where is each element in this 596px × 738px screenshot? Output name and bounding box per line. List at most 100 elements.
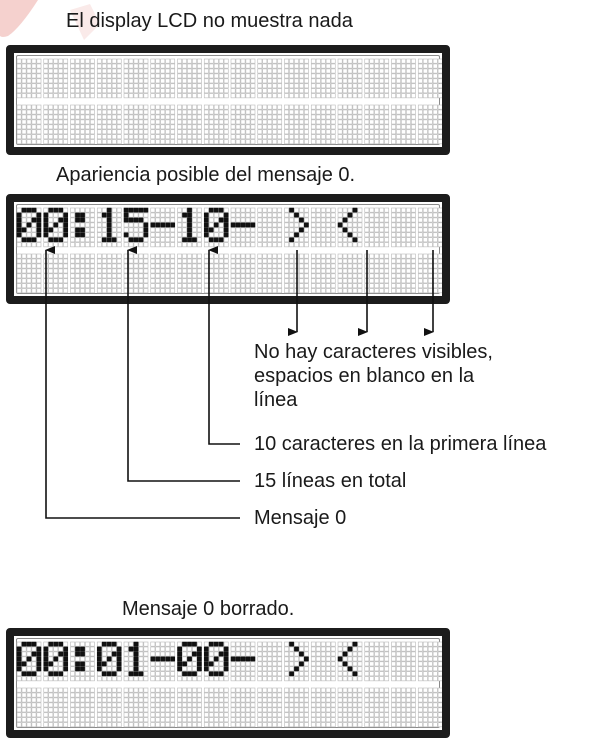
lcd-char-cell xyxy=(96,104,122,145)
lcd-char-cell xyxy=(417,687,442,728)
lcd-char-cell xyxy=(16,641,42,682)
lcd-char-cell xyxy=(417,253,442,294)
lcd-char-cell xyxy=(150,58,176,99)
lcd-char-cell xyxy=(16,253,42,294)
lcd-char-cell xyxy=(123,641,149,682)
lcd-char-cell xyxy=(391,687,416,728)
lcd-char-cell xyxy=(70,253,95,294)
lcd-char-cell xyxy=(364,58,390,99)
lcd-char-cell xyxy=(203,641,229,682)
lcd-char-cell xyxy=(284,641,309,682)
watermark xyxy=(0,0,100,40)
lcd-char-cell xyxy=(364,104,390,145)
lcd-char-cell xyxy=(123,253,149,294)
lcd-char-cell xyxy=(310,687,336,728)
lcd-char-cell xyxy=(16,687,42,728)
lcd-char-cell xyxy=(123,104,149,145)
lcd-char-cell xyxy=(310,207,336,248)
lcd-char-cell xyxy=(310,58,336,99)
lcd-char-cell xyxy=(417,104,442,145)
lcd-char-cell xyxy=(96,641,122,682)
lcd-char-cell xyxy=(150,641,176,682)
lcd-char-cell xyxy=(96,253,122,294)
callout-first-line-chars: 10 caracteres en la primera línea xyxy=(254,433,547,455)
callout-blank-chars-line1: No hay caracteres visibles, xyxy=(254,341,493,363)
lcd-char-cell xyxy=(43,104,69,145)
callout-blank-chars: No hay caracteres visibles, espacios en … xyxy=(254,340,493,412)
lcd-char-cell xyxy=(391,104,416,145)
callout-blank-chars-line3: línea xyxy=(254,389,298,411)
lcd-char-cell xyxy=(364,641,390,682)
lcd-char-cell xyxy=(43,58,69,99)
lcd-char-cell xyxy=(123,58,149,99)
lcd-char-cell xyxy=(391,207,416,248)
lcd-char-cell xyxy=(364,253,390,294)
lcd-char-cell xyxy=(70,104,95,145)
lcd-char-cell xyxy=(203,687,229,728)
lcd-char-cell xyxy=(177,104,202,145)
lcd-char-cell xyxy=(150,253,176,294)
caption-possible: Apariencia posible del mensaje 0. xyxy=(56,164,356,186)
lcd-char-cell xyxy=(70,207,95,248)
lcd-char-cell xyxy=(257,253,283,294)
lcd-display-blank xyxy=(6,45,450,155)
lcd-char-cell xyxy=(123,687,149,728)
lcd-char-cell xyxy=(284,58,309,99)
lcd-char-cell xyxy=(337,58,363,99)
lcd-char-cell xyxy=(257,104,283,145)
lcd-char-cell xyxy=(257,58,283,99)
lcd-char-cell xyxy=(70,58,95,99)
lcd-char-cell xyxy=(43,641,69,682)
callout-blank-chars-line2: espacios en blanco en la xyxy=(254,365,475,387)
lcd-char-cell xyxy=(364,207,390,248)
lcd-char-cell xyxy=(177,58,202,99)
caption-cleared: Mensaje 0 borrado. xyxy=(122,598,295,620)
lcd-char-cell xyxy=(337,207,363,248)
lcd-char-cell xyxy=(230,253,256,294)
lcd-char-cell xyxy=(43,207,69,248)
lcd-char-cell xyxy=(123,207,149,248)
lcd-char-cell xyxy=(391,641,416,682)
lcd-char-cell xyxy=(230,104,256,145)
lcd-char-cell xyxy=(177,253,202,294)
lcd-char-cell xyxy=(337,687,363,728)
lcd-display-message xyxy=(6,194,450,304)
lcd-char-cell xyxy=(177,207,202,248)
lcd-char-cell xyxy=(177,641,202,682)
lcd-char-cell xyxy=(364,687,390,728)
lcd-char-cell xyxy=(230,641,256,682)
lcd-char-cell xyxy=(230,207,256,248)
lcd-char-cell xyxy=(391,253,416,294)
lcd-char-cell xyxy=(70,641,95,682)
lcd-char-cell xyxy=(284,207,309,248)
lcd-char-cell xyxy=(417,58,442,99)
lcd-char-cell xyxy=(337,253,363,294)
lcd-char-cell xyxy=(150,104,176,145)
lcd-char-cell xyxy=(16,104,42,145)
lcd-char-cell xyxy=(257,207,283,248)
lcd-char-cell xyxy=(257,641,283,682)
lcd-char-cell xyxy=(417,641,442,682)
lcd-char-cell xyxy=(203,58,229,99)
lcd-char-cell xyxy=(70,687,95,728)
lcd-char-cell xyxy=(284,104,309,145)
lcd-char-cell xyxy=(177,687,202,728)
lcd-char-cell xyxy=(257,687,283,728)
lcd-char-cell xyxy=(203,207,229,248)
lcd-char-cell xyxy=(203,253,229,294)
lcd-char-cell xyxy=(391,58,416,99)
lcd-char-cell xyxy=(203,104,229,145)
lcd-char-cell xyxy=(310,641,336,682)
lcd-char-cell xyxy=(310,253,336,294)
lcd-char-cell xyxy=(96,58,122,99)
callout-message: Mensaje 0 xyxy=(254,507,347,529)
lcd-char-cell xyxy=(417,207,442,248)
lcd-char-cell xyxy=(230,687,256,728)
lcd-char-cell xyxy=(337,641,363,682)
leader-total-lines xyxy=(127,246,240,482)
lcd-char-cell xyxy=(16,58,42,99)
lcd-char-cell xyxy=(16,207,42,248)
lcd-char-cell xyxy=(337,104,363,145)
caption-blank: El display LCD no muestra nada xyxy=(66,10,353,32)
lcd-char-cell xyxy=(96,687,122,728)
